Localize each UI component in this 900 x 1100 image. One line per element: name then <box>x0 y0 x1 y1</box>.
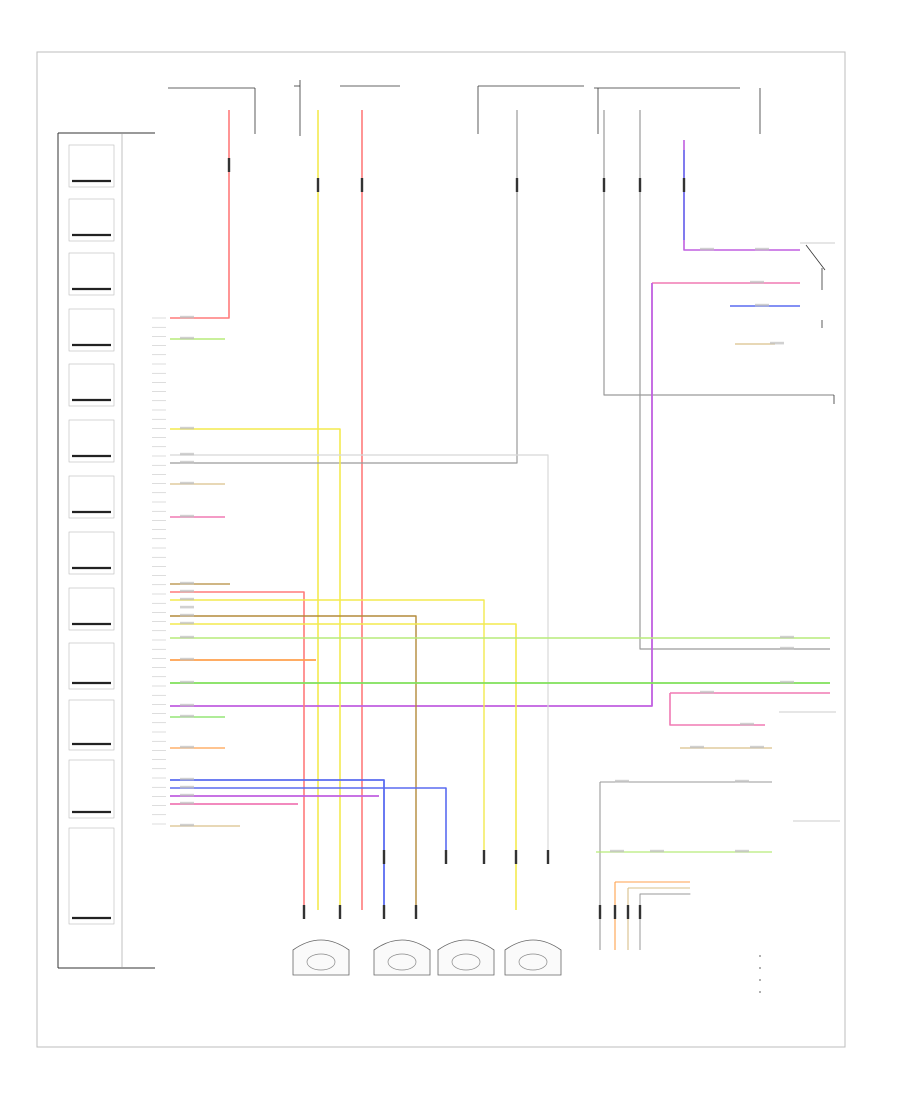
wire-label-mark <box>780 680 794 684</box>
sensor-icon <box>387 953 417 971</box>
sensor-body <box>292 939 350 976</box>
module-box <box>68 827 115 925</box>
wire-label-mark <box>180 657 194 661</box>
wire-violet-top <box>683 140 800 251</box>
wheel-speed-sensor <box>504 939 562 976</box>
sensor-icon <box>518 953 548 971</box>
wire-pink-loop <box>669 693 765 726</box>
wire-label-mark <box>770 341 784 345</box>
wire-label-mark <box>180 315 194 319</box>
module-box <box>68 587 115 631</box>
wire-label-mark <box>735 849 749 853</box>
wire-gray-right <box>603 110 834 396</box>
wheel-speed-sensor <box>292 939 350 976</box>
wire-label-mark <box>700 247 714 251</box>
wire-label-mark <box>180 823 194 827</box>
wire-label-mark <box>180 581 194 585</box>
wheel-speed-sensor <box>437 939 495 976</box>
wire-label-mark <box>180 613 194 617</box>
wire-label-mark <box>735 779 749 783</box>
wire-labels <box>180 247 794 853</box>
connector-pins <box>152 317 166 825</box>
wire-label-mark <box>180 793 194 797</box>
wire-yellow-h <box>170 428 341 910</box>
wire-label-mark <box>180 801 194 805</box>
wire-label-mark <box>700 690 714 694</box>
wire-label-mark <box>180 777 194 781</box>
module-box <box>68 642 115 690</box>
legend-dot <box>759 991 761 993</box>
wire-label-mark <box>180 481 194 485</box>
wire-label-mark <box>180 745 194 749</box>
module-box <box>68 363 115 407</box>
wires <box>170 110 834 950</box>
wire-label-mark <box>180 621 194 625</box>
sensor-icon <box>451 953 481 971</box>
wire-label-mark <box>755 303 769 307</box>
module-box <box>68 419 115 463</box>
wire-label-mark <box>690 745 704 749</box>
wire-label-mark <box>180 605 194 609</box>
wire-white <box>170 454 549 850</box>
wire-label-mark <box>180 635 194 639</box>
diagram-frame <box>36 51 846 1048</box>
wire-label-mark <box>180 714 194 718</box>
legend-dot <box>759 967 761 969</box>
sensor-body <box>373 939 431 976</box>
module-box <box>68 198 115 242</box>
wire-label-mark <box>650 849 664 853</box>
legend-dot <box>759 955 761 957</box>
wire-yellow-sensor2 <box>170 623 517 910</box>
wire-violet-long <box>170 283 653 707</box>
wire-label-mark <box>750 280 764 284</box>
module-boxes <box>68 144 115 925</box>
wheel-speed-sensors <box>292 939 562 976</box>
wire-label-mark <box>180 426 194 430</box>
module-box <box>68 699 115 751</box>
wire-gray-right2 <box>639 110 830 650</box>
wire-gray-drop2 <box>639 893 691 950</box>
wire-red-power <box>170 110 230 319</box>
wire-label-mark <box>615 779 629 783</box>
wire-label-mark <box>180 785 194 789</box>
right-connectors <box>779 242 840 822</box>
wire-label-mark <box>180 589 194 593</box>
wire-label-mark <box>780 646 794 650</box>
module-box <box>68 759 115 819</box>
wire-label-mark <box>610 849 624 853</box>
wire-gray-ground <box>170 110 518 464</box>
wire-label-mark <box>180 703 194 707</box>
sensor-body <box>437 939 495 976</box>
wire-blue-sensor2 <box>170 787 447 850</box>
top-power-sources <box>168 80 761 136</box>
wire-label-mark <box>750 745 764 749</box>
legend-dot <box>759 979 761 981</box>
wire-label-mark <box>180 460 194 464</box>
wire-label-mark <box>780 635 794 639</box>
module-box <box>68 308 115 352</box>
wire-label-mark <box>180 680 194 684</box>
wire-label-mark <box>180 336 194 340</box>
wire-label-mark <box>180 452 194 456</box>
wire-red-sensor <box>170 591 305 910</box>
module-box <box>68 144 115 188</box>
module-box <box>68 475 115 519</box>
module-box <box>68 252 115 296</box>
wire-label-mark <box>180 597 194 601</box>
abs-control-module <box>57 132 155 969</box>
wire-brown-sensor <box>170 615 417 910</box>
module-box <box>68 531 115 575</box>
sensor-icon <box>306 953 336 971</box>
wire-blue-sensor <box>170 779 385 910</box>
wheel-speed-sensor <box>373 939 431 976</box>
wire-label-mark <box>755 247 769 251</box>
sensor-body <box>504 939 562 976</box>
wire-label-mark <box>180 514 194 518</box>
legend <box>759 955 761 993</box>
wire-label-mark <box>740 722 754 726</box>
wire-yellow-sensor <box>170 599 485 850</box>
